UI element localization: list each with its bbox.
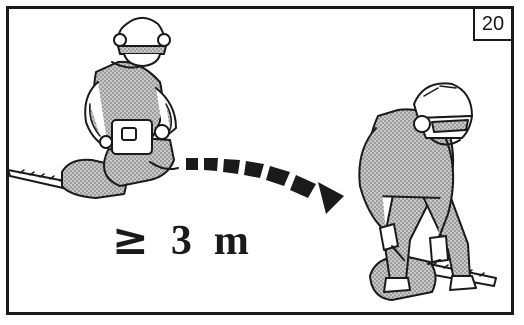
greater-or-equal-symbol: ≥ <box>112 214 149 265</box>
standing-worker-icon <box>359 83 496 300</box>
distance-unit: m <box>214 217 249 265</box>
kneeling-worker-icon <box>8 18 178 198</box>
distance-value: 3 <box>171 217 192 265</box>
minimum-distance-label: ≥ 3 m <box>112 214 249 265</box>
dashed-arrow-icon <box>186 158 344 214</box>
